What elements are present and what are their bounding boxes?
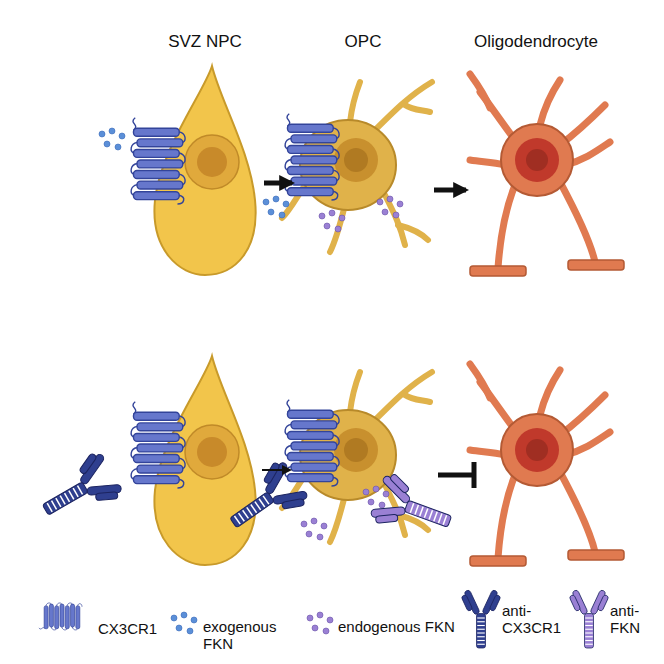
inhibition-line — [438, 473, 472, 478]
legend-exogenous-fkn — [171, 612, 197, 634]
progression-arrow — [434, 188, 466, 193]
blocked-row — [32, 356, 624, 566]
inhibition-bar — [472, 462, 477, 488]
legend-entry: exogenous FKN — [203, 618, 308, 652]
legend-label: endogenous FKN — [338, 618, 455, 635]
oligodendrocyte-cell — [470, 364, 624, 566]
cell-heading: OPC — [292, 32, 434, 52]
cx3cr1-receptor — [285, 114, 339, 200]
legend-anti-cx3cr1 — [461, 589, 501, 648]
endogenous-fkn — [377, 196, 403, 218]
cell-heading: SVZ NPC — [146, 32, 264, 52]
weak-arrow — [262, 469, 284, 471]
progression-arrow — [264, 181, 292, 186]
endogenous-fkn — [301, 518, 327, 540]
legend-entry: CX3CR1 — [98, 620, 173, 637]
legend-entry: anti-FKN — [610, 602, 654, 636]
cell-heading: Oligodendrocyte — [466, 32, 606, 52]
npc-node: SVZ NPC — [146, 32, 264, 277]
legend-label: exogenous FKN — [203, 618, 276, 652]
legend-anti-fkn — [569, 589, 609, 648]
opc-cell — [282, 372, 432, 542]
legend-entry: anti-CX3CR1 — [502, 602, 562, 636]
oligodendrocyte-node: Oligodendrocyte — [466, 32, 606, 287]
legend-label: anti-FKN — [610, 602, 640, 636]
endogenous-fkn — [363, 486, 389, 508]
cx3cr1-receptor — [131, 402, 185, 488]
legend-endogenous-fkn — [307, 612, 333, 634]
cx3cr1-receptor — [285, 400, 339, 486]
anti-fkn-antibody — [367, 470, 459, 547]
legend-receptor — [39, 603, 82, 630]
opc-cell — [282, 82, 432, 252]
exogenous-fkn — [99, 128, 125, 150]
arrow-head — [282, 465, 292, 475]
opc-node: OPC — [292, 32, 434, 277]
cx3cr1-receptor — [131, 118, 185, 204]
legend-entry: endogenous FKN — [338, 618, 460, 635]
anti-cx3cr1-antibody — [32, 448, 126, 533]
legend-label: anti-CX3CR1 — [502, 602, 561, 636]
legend-label: CX3CR1 — [98, 620, 157, 637]
exogenous-fkn — [263, 196, 289, 218]
anti-cx3cr1-antibody — [218, 456, 312, 544]
oligodendrocyte-cell — [470, 74, 624, 276]
endogenous-fkn — [319, 210, 345, 232]
